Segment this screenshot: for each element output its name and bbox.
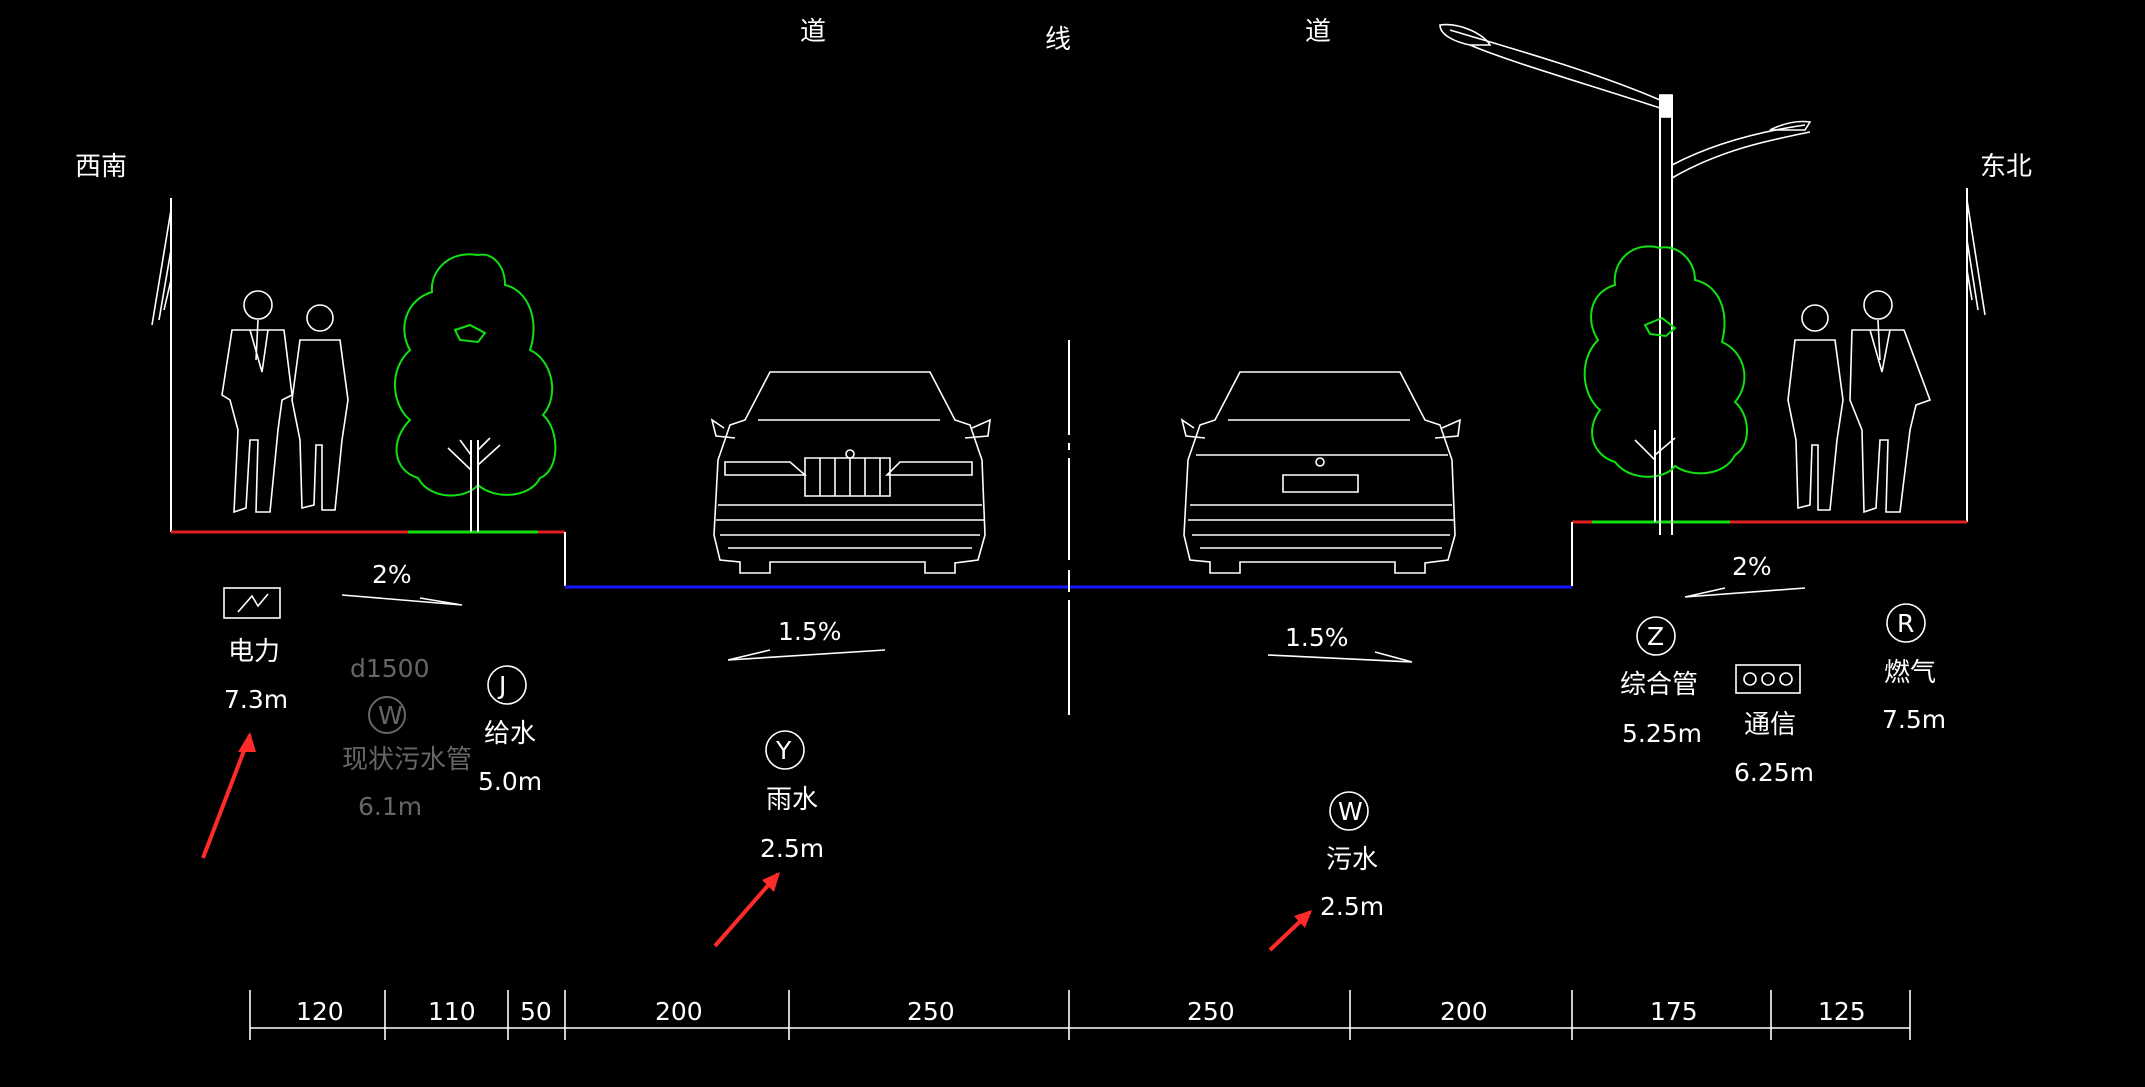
slope-arrow-left-sidewalk xyxy=(341,594,463,606)
rain-symbol-icon xyxy=(765,730,805,770)
title-char-2: 线 xyxy=(1045,25,1071,55)
annotation-arrow-power xyxy=(201,732,256,859)
existing-sewer-label: 现状污水管 xyxy=(342,745,472,775)
power-symbol-icon xyxy=(223,587,281,619)
direction-southwest: 西南 xyxy=(75,152,127,182)
power-depth: 7.3m xyxy=(224,685,288,714)
slope-left-lane: 1.5% xyxy=(778,617,842,646)
dimension-2: 110 xyxy=(428,997,476,1026)
car-left xyxy=(710,371,991,574)
gas-symbol: R xyxy=(1897,609,1914,638)
annotation-arrow-rain xyxy=(713,872,780,948)
dimension-7: 200 xyxy=(1440,997,1488,1026)
gas-label: 燃气 xyxy=(1884,658,1936,688)
power-label: 电力 xyxy=(228,637,280,667)
slope-left-sidewalk: 2% xyxy=(372,560,412,589)
sewage-symbol: W xyxy=(1338,797,1363,826)
water-supply-depth: 5.0m xyxy=(478,767,542,796)
slope-right-sidewalk: 2% xyxy=(1732,552,1772,581)
dimension-8: 175 xyxy=(1650,997,1698,1026)
sewage-label: 污水 xyxy=(1326,845,1378,875)
rain-label: 雨水 xyxy=(766,785,818,815)
sewage-symbol-icon xyxy=(1329,791,1369,831)
tree-right xyxy=(1583,245,1748,522)
existing-sewer-depth: 6.1m xyxy=(358,792,422,821)
existing-sewer-symbol-icon xyxy=(368,696,406,734)
existing-sewer-size: d1500 xyxy=(350,654,430,683)
slope-arrow-right-sidewalk xyxy=(1684,587,1806,598)
title-char-3: 道 xyxy=(1305,17,1331,47)
pedestrians-left xyxy=(221,290,349,514)
car-right xyxy=(1180,371,1461,574)
dimension-1: 120 xyxy=(296,997,344,1026)
direction-northeast: 东北 xyxy=(1980,152,2032,182)
dimension-line xyxy=(249,990,1911,1040)
dimension-6: 250 xyxy=(1187,997,1235,1026)
slope-arrow-right-lane xyxy=(1267,651,1413,663)
pedestrians-right xyxy=(1787,290,1932,514)
dimension-5: 250 xyxy=(907,997,955,1026)
telecom-label: 通信 xyxy=(1744,710,1796,740)
sewage-depth: 2.5m xyxy=(1320,892,1384,921)
right-boundary-wall xyxy=(1966,188,1986,522)
utility-tunnel-symbol: Z xyxy=(1647,622,1664,651)
annotation-arrow-sewage xyxy=(1268,910,1312,952)
rain-depth: 2.5m xyxy=(760,834,824,863)
gas-depth: 7.5m xyxy=(1882,705,1946,734)
street-lamp xyxy=(1439,23,1812,535)
telecom-depth: 6.25m xyxy=(1734,758,1814,787)
telecom-duct-icon xyxy=(1735,664,1801,694)
existing-sewer-symbol: W xyxy=(378,701,403,730)
left-boundary-wall xyxy=(151,198,172,532)
utility-tunnel-symbol-icon xyxy=(1636,616,1676,656)
title-char-1: 道 xyxy=(800,17,826,47)
dimension-4: 200 xyxy=(655,997,703,1026)
water-supply-symbol: J xyxy=(497,671,506,700)
utility-tunnel-depth: 5.25m xyxy=(1622,719,1702,748)
dimension-3: 50 xyxy=(520,997,552,1026)
water-supply-symbol-icon xyxy=(487,665,527,705)
dimension-9: 125 xyxy=(1818,997,1866,1026)
tree-left xyxy=(394,253,557,532)
gas-symbol-icon xyxy=(1886,603,1926,643)
slope-right-lane: 1.5% xyxy=(1285,623,1349,652)
slope-arrow-left-lane xyxy=(727,649,886,661)
rain-symbol: Y xyxy=(775,736,792,765)
water-supply-label: 给水 xyxy=(484,719,536,749)
utility-tunnel-label: 综合管 xyxy=(1620,670,1698,700)
